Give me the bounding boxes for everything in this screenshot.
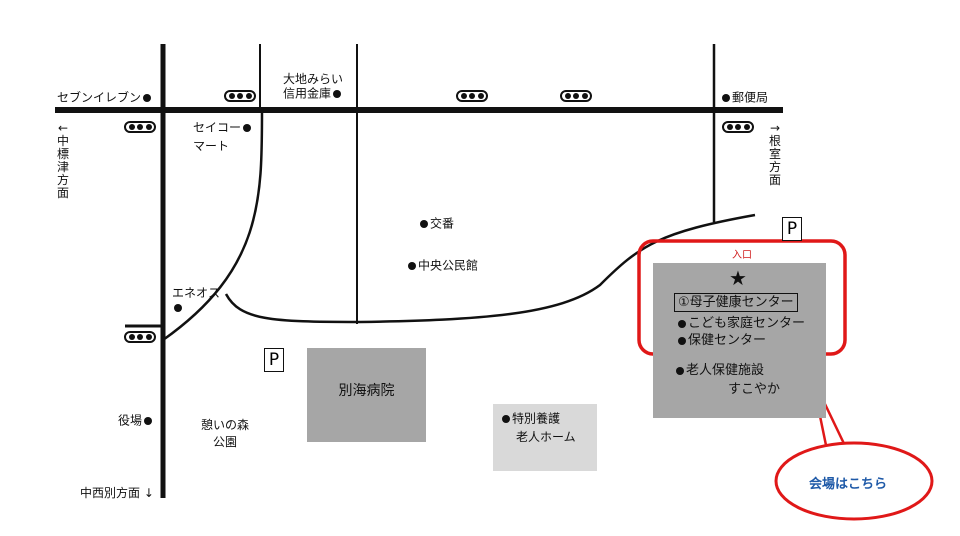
location-dot-icon xyxy=(420,219,428,228)
venue-main-label: ①母子健康センター xyxy=(674,293,798,312)
callout-text: 会場はこちら xyxy=(809,477,888,492)
landmark-daichi-mirai: 大地みらい 信用金庫 xyxy=(283,72,344,101)
traffic-signal-icon xyxy=(124,121,156,133)
landmark-post-office: 郵便局 xyxy=(720,90,768,105)
venue-sub-label-2: 保健センター xyxy=(676,332,766,349)
location-dot-icon xyxy=(243,123,252,132)
landmark-koban: 交番 xyxy=(418,216,454,231)
traffic-signal-icon xyxy=(560,90,592,102)
parking-sign: P xyxy=(264,348,284,372)
location-dot-icon xyxy=(502,414,510,423)
venue-sub-label-1: こども家庭センター xyxy=(676,315,805,332)
star-icon: ★ xyxy=(729,266,747,290)
location-dot-icon xyxy=(174,303,182,312)
landmark-seven-eleven: セブンイレブン xyxy=(57,90,153,105)
location-dot-icon xyxy=(143,93,152,102)
landmark-eneos: エネオス xyxy=(172,286,220,314)
traffic-signal-icon xyxy=(224,90,256,102)
traffic-signal-icon xyxy=(124,331,156,343)
hospital-building: 別海病院 xyxy=(307,348,426,442)
callout-bubble xyxy=(774,441,934,521)
direction-south: 中西別方面 ↓ xyxy=(80,486,154,500)
direction-east: → 根室方面 xyxy=(768,121,781,187)
location-dot-icon xyxy=(144,416,153,425)
direction-west: ← 中標津方面 xyxy=(56,121,69,200)
landmark-seiko-mart: セイコー マート xyxy=(193,120,253,153)
traffic-signal-icon xyxy=(456,90,488,102)
landmark-roujin-hoken: 老人保健施設 すこやか xyxy=(674,362,780,398)
landmark-chuo-kominkan: 中央公民館 xyxy=(406,258,478,273)
entrance-label: 入口 xyxy=(732,250,752,261)
traffic-signal-icon xyxy=(722,121,754,133)
parking-sign: P xyxy=(782,217,802,241)
hospital-label: 別海病院 xyxy=(338,383,395,399)
location-dot-icon xyxy=(722,93,730,102)
location-dot-icon xyxy=(676,366,684,375)
location-dot-icon xyxy=(678,319,686,328)
landmark-nursing-home: 特別養護 老人ホーム xyxy=(500,411,576,444)
curved-road xyxy=(162,109,264,342)
location-dot-icon xyxy=(333,89,342,98)
landmark-ikoi-park: 憩いの森 公園 xyxy=(201,418,250,449)
landmark-yakuba: 役場 xyxy=(118,413,154,428)
location-dot-icon xyxy=(408,261,416,270)
location-dot-icon xyxy=(678,336,686,345)
nursing-home-building xyxy=(493,404,597,471)
